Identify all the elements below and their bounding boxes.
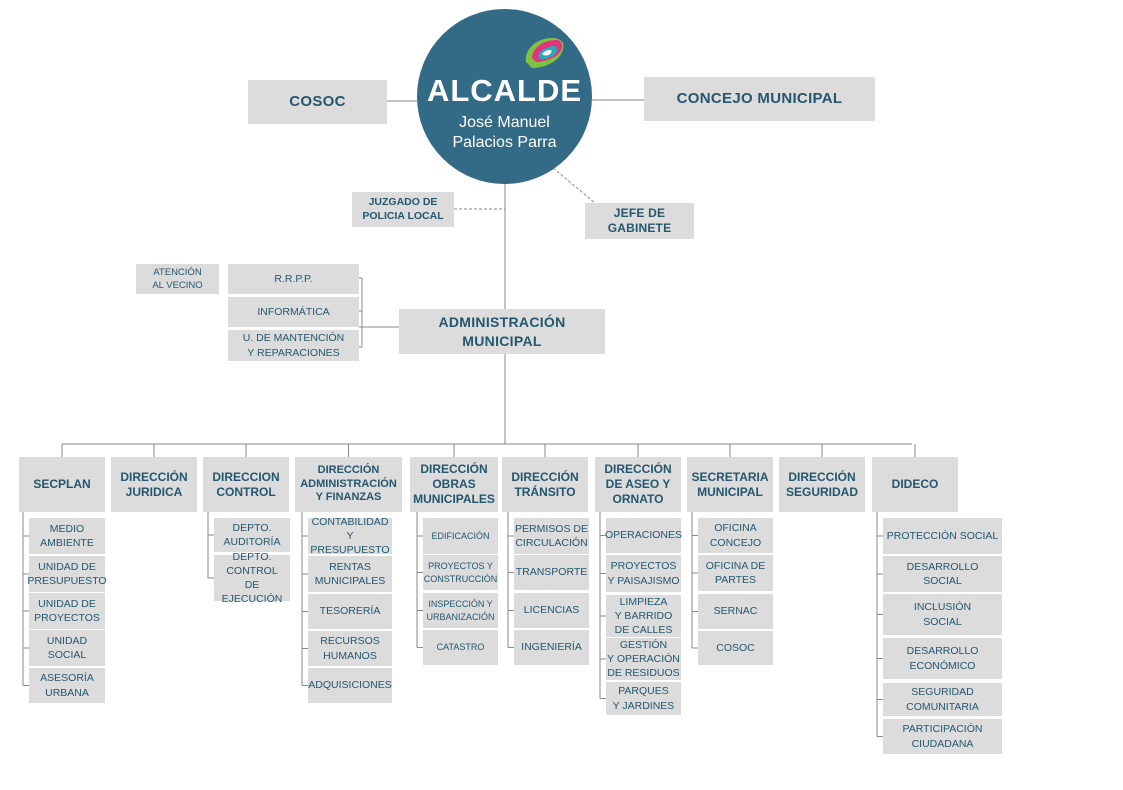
unit-box: INSPECCIÓN Y URBANIZACIÓN xyxy=(423,593,498,628)
mayor-title: ALCALDE xyxy=(426,73,583,108)
unit-box: DEPTO. AUDITORÍA xyxy=(214,518,290,552)
unit-box: DESARROLLO SOCIAL xyxy=(883,556,1002,592)
mantencion-box: U. DE MANTENCIÓN Y REPARACIONES xyxy=(228,330,359,361)
unit-box: MEDIO AMBIENTE xyxy=(29,518,105,554)
unit-box: UNIDAD DE PRESUPUESTO xyxy=(27,556,107,592)
department-box: DIRECCIÓN JURIDICA xyxy=(111,457,197,512)
unit-box: TESORERÍA xyxy=(308,594,392,629)
administracion-municipal-box: ADMINISTRACIÓN MUNICIPAL xyxy=(399,309,605,354)
unit-box: PROYECTOS Y CONSTRUCCIÓN xyxy=(423,555,498,590)
mayor-circle: ALCALDE José Manuel Palacios Parra xyxy=(417,9,592,184)
department-box: DIRECCIÓN DE ASEO Y ORNATO xyxy=(595,457,681,512)
unit-box: ASESORÍA URBANA xyxy=(29,668,105,703)
unit-box: LIMPIEZA Y BARRIDO DE CALLES xyxy=(606,595,681,637)
juzgado-policia-local-box: JUZGADO DE POLICIA LOCAL xyxy=(352,192,454,227)
unit-box: GESTIÓN Y OPERACIÓN DE RESIDUOS xyxy=(606,638,681,680)
unit-box: UNIDAD DE PROYECTOS xyxy=(29,593,105,629)
department-box: DIRECCIÓN OBRAS MUNICIPALES xyxy=(410,457,498,512)
unit-box: LICENCIAS xyxy=(514,593,589,628)
informatica-box: INFORMÁTICA xyxy=(228,297,359,327)
unit-box: INGENIERÍA xyxy=(514,630,589,665)
municipal-logo-icon xyxy=(525,38,564,68)
department-box: DIRECCIÓN ADMINISTRACIÓN Y FINANZAS xyxy=(295,457,402,512)
unit-box: DESARROLLO ECONÓMICO xyxy=(883,638,1002,679)
unit-box: PARTICIPACIÓN CIUDADANA xyxy=(883,719,1002,754)
department-box: DIDECO xyxy=(872,457,958,512)
connector-line xyxy=(552,167,596,204)
cosoc-box: COSOC xyxy=(248,80,387,124)
department-box: DIRECCION CONTROL xyxy=(203,457,289,512)
department-box: SECPLAN xyxy=(19,457,105,512)
unit-box: OFICINA DE PARTES xyxy=(698,555,773,591)
unit-box: ADQUISICIONES xyxy=(308,668,392,703)
unit-box: INCLUSIÓN SOCIAL xyxy=(883,594,1002,635)
rrpp-box: R.R.P.P. xyxy=(228,264,359,294)
unit-box: RENTAS MUNICIPALES xyxy=(308,556,392,592)
unit-box: RECURSOS HUMANOS xyxy=(308,631,392,666)
unit-box: PARQUES Y JARDINES xyxy=(606,682,681,715)
department-box: DIRECCIÓN SEGURIDAD xyxy=(779,457,865,512)
unit-box: TRANSPORTE xyxy=(514,555,589,590)
unit-box: CONTABILIDAD Y PRESUPUESTO xyxy=(308,516,392,556)
unit-box: UNIDAD SOCIAL xyxy=(29,630,105,666)
unit-box: COSOC xyxy=(698,631,773,665)
unit-box: OFICINA CONCEJO xyxy=(698,518,773,553)
unit-box: PROTECCIÓN SOCIAL xyxy=(883,518,1002,554)
department-box: SECRETARIA MUNICIPAL xyxy=(687,457,773,512)
unit-box: PROYECTOS Y PAISAJISMO xyxy=(606,555,681,592)
jefe-gabinete-box: JEFE DE GABINETE xyxy=(585,203,694,239)
concejo-municipal-box: CONCEJO MUNICIPAL xyxy=(644,77,875,121)
unit-box: CATASTRO xyxy=(423,630,498,665)
unit-box: SERNAC xyxy=(698,594,773,629)
department-box: DIRECCIÓN TRÁNSITO xyxy=(502,457,588,512)
unit-box: PERMISOS DE CIRCULACIÓN xyxy=(514,518,589,554)
unit-box: EDIFICACIÓN xyxy=(423,518,498,554)
mayor-name: José Manuel Palacios Parra xyxy=(452,114,557,151)
unit-box: DEPTO. CONTROL DE EJECUCIÓN xyxy=(214,551,290,605)
atencion-vecino-box: ATENCIÓN AL VECINO xyxy=(136,264,219,294)
unit-box: OPERACIONES xyxy=(605,518,682,553)
unit-box: SEGURIDAD COMUNITARIA xyxy=(883,683,1002,716)
